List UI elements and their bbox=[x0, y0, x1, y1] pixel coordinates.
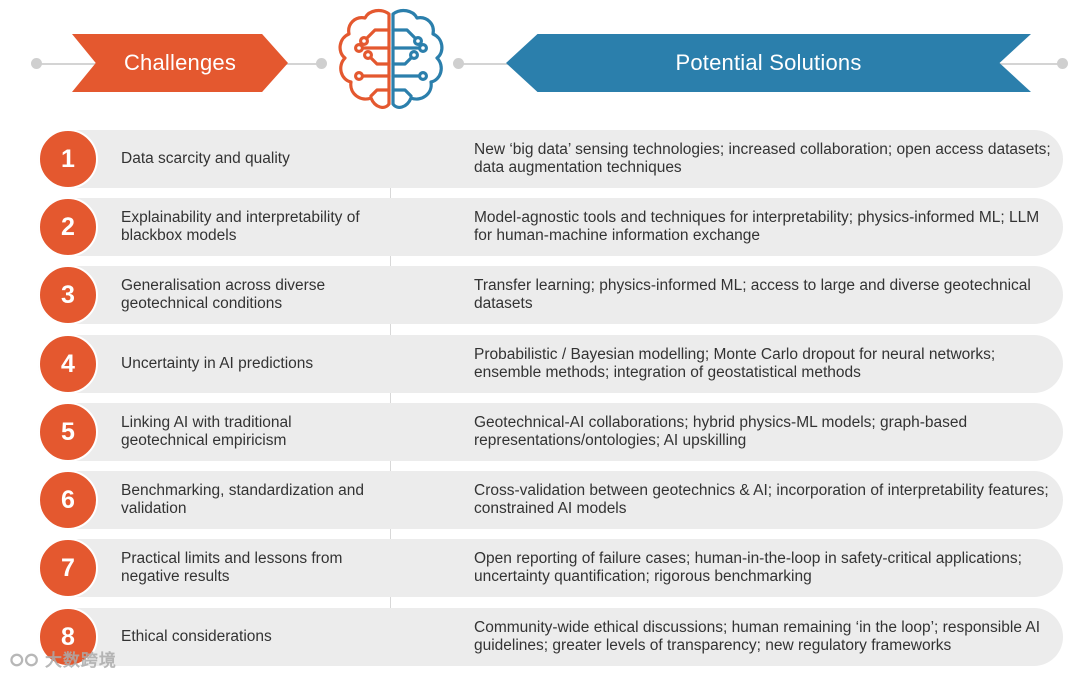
solution-text: Probabilistic / Bayesian modelling; Mont… bbox=[474, 346, 996, 381]
solutions-banner: Potential Solutions bbox=[506, 34, 1031, 92]
row-number-badge: 3 bbox=[38, 265, 98, 325]
challenge-row-3: 3 Generalisation across diverse geotechn… bbox=[38, 265, 1063, 325]
solution-text: Geotechnical-AI collaborations; hybrid p… bbox=[474, 414, 968, 449]
challenge-text: Ethical considerations bbox=[121, 628, 272, 645]
challenge-row-7: 7 Practical limits and lessons from nega… bbox=[38, 538, 1063, 598]
row-number-badge: 8 bbox=[38, 607, 98, 667]
challenge-text: Explainability and interpretability of b… bbox=[121, 209, 360, 244]
row-number-badge: 6 bbox=[38, 470, 98, 530]
connector-dot bbox=[31, 58, 42, 69]
row-number-badge: 4 bbox=[38, 334, 98, 394]
challenge-text: Linking AI with traditional geotechnical… bbox=[121, 414, 292, 449]
challenge-text: Uncertainty in AI predictions bbox=[121, 355, 314, 372]
solution-text: Transfer learning; physics-informed ML; … bbox=[474, 277, 1031, 312]
challenge-text: Benchmarking, standardization and valida… bbox=[121, 482, 364, 517]
row-number-badge: 1 bbox=[38, 129, 98, 189]
connector-dot bbox=[316, 58, 327, 69]
challenge-row-5: 5 Linking AI with traditional geotechnic… bbox=[38, 402, 1063, 462]
challenge-row-6: 6 Benchmarking, standardization and vali… bbox=[38, 470, 1063, 530]
challenges-banner: Challenges bbox=[72, 34, 288, 92]
challenge-row-8: 8 Ethical considerations Community-wide … bbox=[38, 607, 1063, 667]
solution-text: Cross-validation between geotechnics & A… bbox=[474, 482, 1049, 517]
solution-text: Model-agnostic tools and techniques for … bbox=[474, 209, 1040, 244]
challenge-row-1: 1 Data scarcity and quality New ‘big dat… bbox=[38, 129, 1063, 189]
challenge-text: Practical limits and lessons from negati… bbox=[121, 550, 343, 585]
solution-text: Community-wide ethical discussions; huma… bbox=[474, 619, 1041, 654]
solutions-title: Potential Solutions bbox=[675, 50, 862, 75]
solution-text: Open reporting of failure cases; human-i… bbox=[474, 550, 1022, 585]
row-number-badge: 7 bbox=[38, 538, 98, 598]
challenges-title: Challenges bbox=[123, 50, 237, 75]
challenge-text: Data scarcity and quality bbox=[121, 150, 290, 167]
challenge-row-2: 2 Explainability and interpretability of… bbox=[38, 197, 1063, 257]
brain-icon bbox=[338, 8, 444, 109]
row-number-badge: 5 bbox=[38, 402, 98, 462]
challenge-row-4: 4 Uncertainty in AI predictions Probabil… bbox=[38, 334, 1063, 394]
solution-text: New ‘big data’ sensing technologies; inc… bbox=[474, 141, 1051, 176]
connector-dot bbox=[453, 58, 464, 69]
watermark-text: 大数跨境 bbox=[44, 651, 117, 670]
challenge-text: Generalisation across diverse geotechnic… bbox=[121, 277, 326, 312]
watermark-logo-icon: ⭘⭘ bbox=[10, 651, 40, 670]
row-number-badge: 2 bbox=[38, 197, 98, 257]
connector-dot bbox=[1057, 58, 1068, 69]
watermark: ⭘⭘ 大数跨境 bbox=[10, 646, 117, 671]
